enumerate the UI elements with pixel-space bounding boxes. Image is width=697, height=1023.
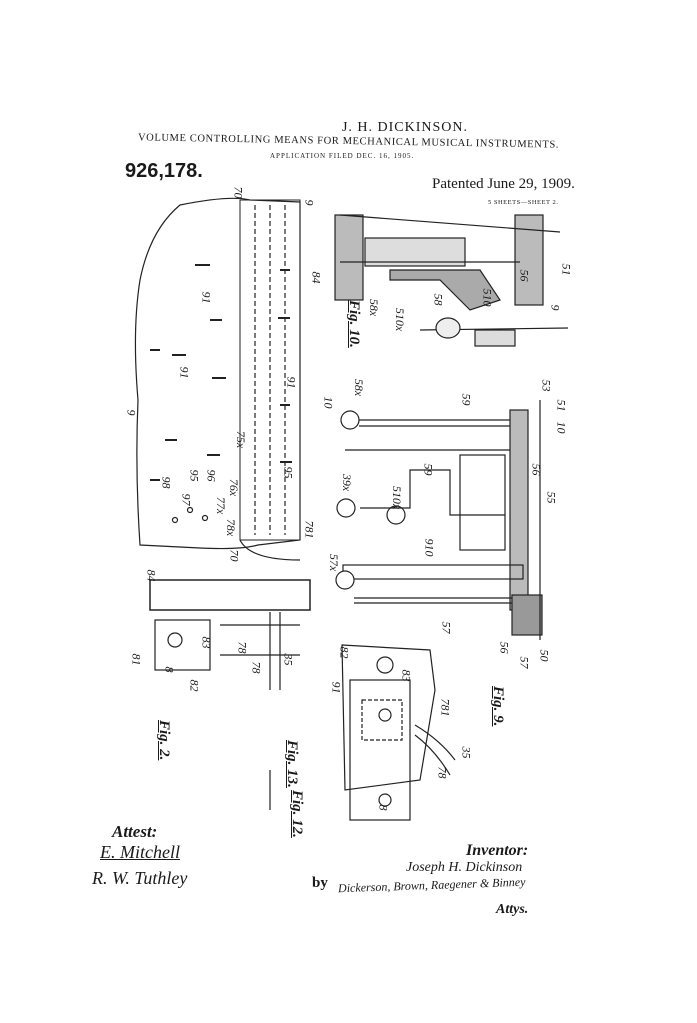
- ref-numeral: 84: [309, 271, 324, 284]
- application-filed: APPLICATION FILED DEC. 16, 1905.: [270, 152, 415, 160]
- ref-numeral: 82: [187, 679, 202, 692]
- ref-numeral: 781: [438, 698, 453, 717]
- ref-numeral: 95: [281, 466, 296, 479]
- ref-numeral: 77x: [214, 496, 229, 515]
- ref-numeral: 8: [162, 666, 177, 673]
- ref-numeral: 51: [554, 399, 569, 412]
- ref-numeral: 781: [302, 520, 317, 539]
- ref-numeral: 9: [302, 199, 317, 206]
- ref-numeral: 9: [124, 409, 139, 416]
- ref-numeral: 510: [480, 288, 495, 307]
- ref-numeral: 56: [529, 463, 544, 476]
- ref-numeral: 78: [235, 641, 250, 654]
- ref-numeral: 510x: [393, 307, 408, 332]
- ref-numeral: 95: [187, 469, 202, 482]
- ref-numeral: 76x: [227, 478, 242, 497]
- ref-numeral: 35: [281, 653, 296, 666]
- ref-numeral: 82: [337, 646, 352, 659]
- ref-numeral: 56: [497, 641, 512, 654]
- ref-numeral: 91: [329, 681, 344, 694]
- inventor-name: J. H. DICKINSON.: [341, 120, 469, 135]
- ref-numeral: 83: [399, 669, 414, 682]
- ref-numeral: 55: [544, 491, 559, 504]
- ref-numeral: 50: [537, 649, 552, 662]
- ref-numeral: 97: [179, 493, 194, 506]
- ref-numeral: 9: [548, 304, 563, 311]
- ref-numeral: 91: [177, 366, 192, 379]
- attys-label: Attys.: [496, 902, 529, 917]
- patented-date: Patented June 29, 1909.: [432, 176, 575, 192]
- fig9-drawing: [335, 400, 543, 640]
- fig9-label: Fig. 9.: [490, 686, 506, 727]
- ref-numeral: 59: [421, 463, 436, 476]
- witness-signature-2: R. W. Tuthley: [92, 868, 188, 888]
- ref-numeral: 78: [435, 766, 450, 779]
- ref-numeral: 53: [539, 379, 554, 392]
- fig2-drawing: [134, 197, 311, 690]
- ref-numeral: 39x: [340, 473, 355, 492]
- fig10-label: Fig. 10.: [346, 300, 362, 348]
- ref-numeral: 91: [284, 376, 299, 389]
- ref-numeral: 57: [439, 621, 454, 634]
- inventor-signature: Joseph H. Dickinson: [406, 860, 523, 875]
- ref-numeral: 10: [321, 396, 336, 409]
- ref-numeral: 78x: [224, 518, 239, 537]
- ref-numeral: 70: [227, 549, 242, 562]
- fig2-label: Fig. 2.: [156, 720, 172, 761]
- ref-numeral: 58x: [367, 298, 382, 317]
- fig10-drawing: [334, 214, 569, 347]
- ref-numeral: 8: [376, 804, 391, 811]
- ref-numeral: 75x: [234, 430, 249, 449]
- ref-numeral: 910: [422, 538, 437, 557]
- ref-numeral: 56: [517, 269, 532, 282]
- ref-numeral: 78: [249, 661, 264, 674]
- ref-numeral: 59: [459, 393, 474, 406]
- ref-numeral: 35: [459, 746, 474, 759]
- ref-numeral: 58: [431, 293, 446, 306]
- ref-numeral: 81: [129, 653, 144, 666]
- fig13-drawing: [341, 644, 456, 821]
- ref-numeral: 84: [144, 569, 159, 582]
- ref-numeral: 57x: [327, 553, 342, 572]
- fig12-label: Fig. 12.: [289, 790, 305, 838]
- by-label: by: [312, 875, 328, 891]
- ref-numeral: 91: [199, 291, 214, 304]
- ref-numeral: 57: [517, 656, 532, 669]
- ref-numeral: 58x: [352, 378, 367, 397]
- ref-numeral: 83: [199, 636, 214, 649]
- sheet-count: 5 SHEETS—SHEET 2.: [488, 199, 559, 206]
- ref-numeral: 70: [231, 186, 246, 199]
- ref-numeral: 51: [559, 263, 574, 276]
- witness-signature-1: E. Mitchell: [100, 842, 180, 862]
- ref-numeral: 98: [159, 476, 174, 489]
- ref-numeral: 510x: [390, 485, 405, 510]
- ref-numeral: 10: [554, 421, 569, 434]
- patent-number: 926,178.: [125, 160, 203, 182]
- attest-label: Attest:: [112, 822, 158, 841]
- inventor-label: Inventor:: [466, 842, 529, 859]
- fig13-label: Fig. 13.: [284, 740, 300, 788]
- ref-numeral: 96: [204, 469, 219, 482]
